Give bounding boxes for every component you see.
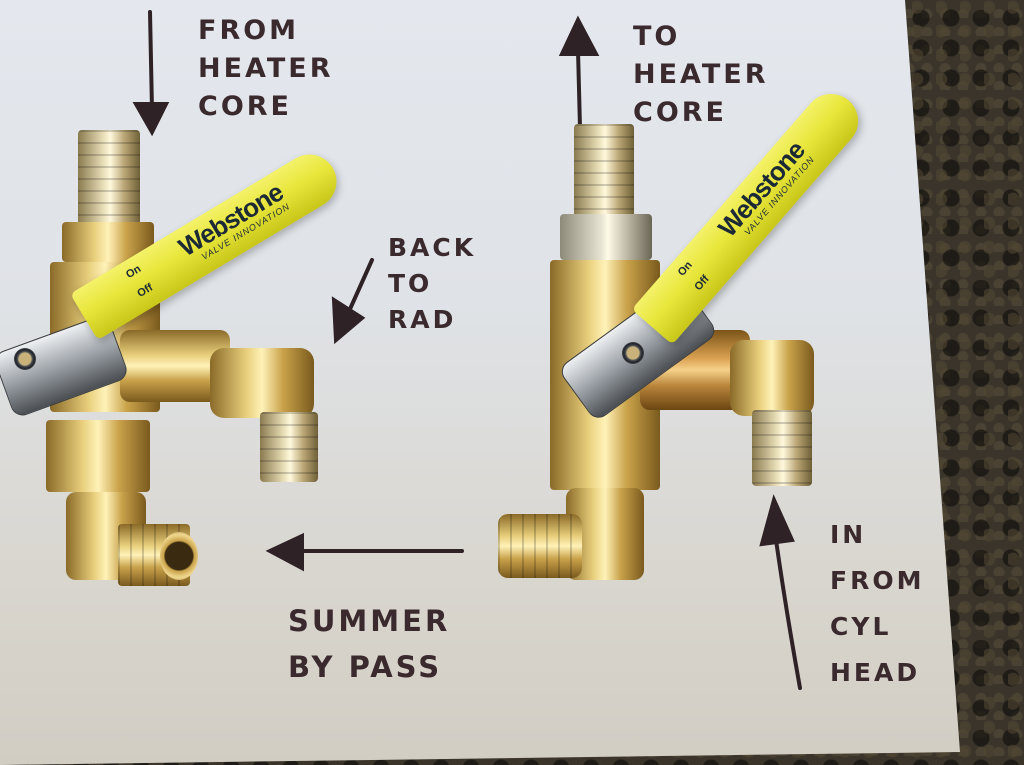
right-valve-stem [622,342,644,364]
left-valve-on-label: On [123,262,144,282]
arrow-up-line [576,48,582,130]
left-valve-side-elbow [210,348,314,418]
arrow-up-icon [558,15,600,56]
right-valve-top-nut [560,214,652,260]
label-summer-bypass: SUMMER BY PASS [288,604,451,684]
arrow-diagonal-icon [331,296,366,345]
left-valve-top-barb [78,130,140,230]
label-to-heater-core: TO HEATER CORE [633,21,769,128]
arrow-down-line [148,10,154,112]
label-in-from-cyl-head: IN FROM CYL HEAD [830,520,925,687]
right-valve-bottom-barb [498,514,582,578]
right-valve-on-label: On [675,259,695,279]
left-valve-barb-opening [160,532,198,580]
right-valve-off-label: Off [692,273,712,294]
label-back-to-rad: BACK TO RAD [388,233,477,334]
label-from-heater-core: FROM HEATER CORE [198,15,334,122]
left-valve-lower-nut [46,420,150,492]
arrow-up-curve-icon [759,494,795,547]
left-valve-side-barb [260,412,318,482]
right-valve-top-barb [574,124,634,220]
left-valve-off-label: Off [135,281,156,300]
right-valve-side-elbow [730,340,814,416]
left-valve-stem [14,348,36,370]
arrow-down-icon [132,102,170,137]
arrow-up-curve-line [774,538,802,690]
arrow-left-icon [265,532,304,572]
right-valve-side-barb [752,410,812,486]
